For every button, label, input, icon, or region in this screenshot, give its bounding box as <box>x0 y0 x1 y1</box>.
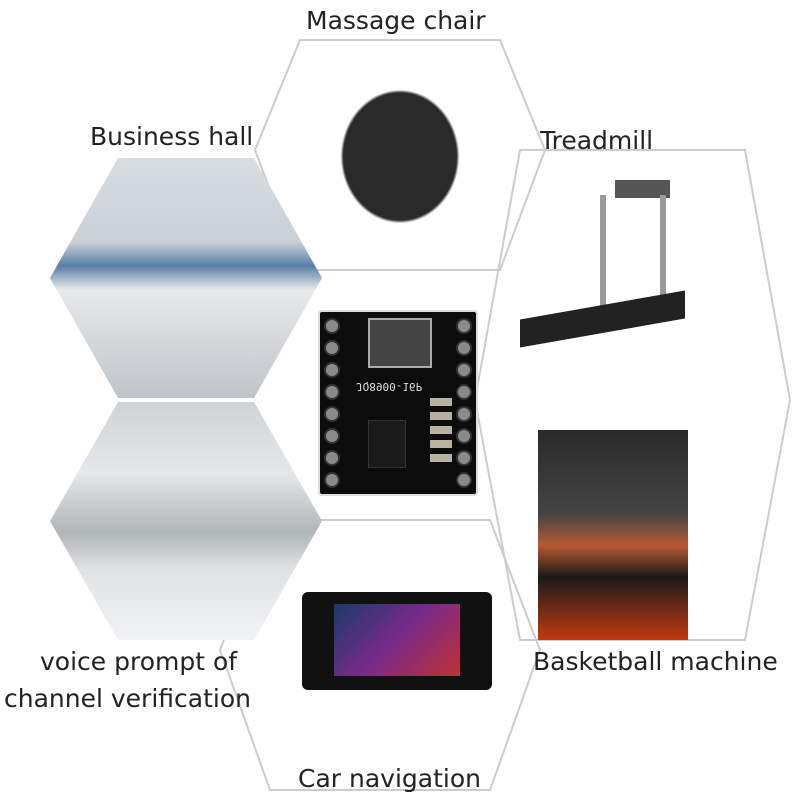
label-channel-line1: voice prompt of <box>40 647 238 676</box>
label-massage-chair: Massage chair <box>306 6 486 35</box>
car-navigation-image <box>302 592 492 690</box>
basketball-machine-image <box>538 430 688 640</box>
board-model-text: JQ8900-16P <box>356 380 423 393</box>
label-basketball-machine: Basketball machine <box>533 647 778 676</box>
jq8900-board-image: JQ8900-16P <box>318 310 478 496</box>
label-channel-line2: channel verification <box>4 684 251 713</box>
treadmill-image <box>520 175 690 355</box>
label-treadmill: Treadmill <box>540 126 654 155</box>
label-business-hall: Business hall <box>90 122 254 151</box>
label-car-navigation: Car navigation <box>298 764 481 793</box>
business-hall-image <box>50 158 322 398</box>
massage-chair-image <box>300 44 500 269</box>
